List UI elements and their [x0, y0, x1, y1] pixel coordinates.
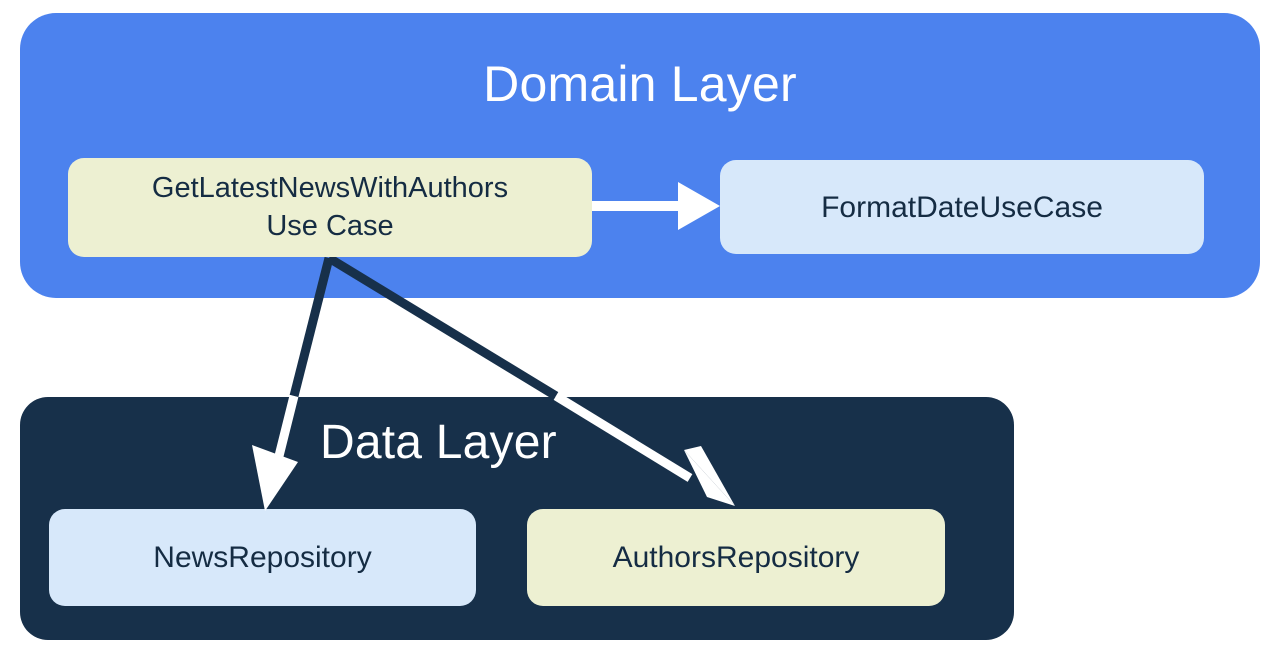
node-label-line1: GetLatestNewsWithAuthors: [151, 171, 509, 204]
node-get-latest-news-with-authors-use-case[interactable]: GetLatestNewsWithAuthors Use Case: [68, 158, 592, 257]
node-label: NewsRepository: [153, 541, 372, 574]
node-label: AuthorsRepository: [612, 541, 860, 574]
node-news-repository[interactable]: NewsRepository: [49, 509, 476, 606]
domain-layer-title: Domain Layer: [483, 56, 797, 112]
data-layer-title: Data Layer: [320, 416, 557, 469]
node-format-date-use-case[interactable]: FormatDateUseCase: [720, 160, 1204, 254]
node-label: FormatDateUseCase: [821, 190, 1103, 224]
node-authors-repository[interactable]: AuthorsRepository: [527, 509, 945, 606]
node-label-line2: Use Case: [266, 209, 394, 242]
node-label: GetLatestNewsWithAuthors Use Case: [152, 170, 508, 245]
